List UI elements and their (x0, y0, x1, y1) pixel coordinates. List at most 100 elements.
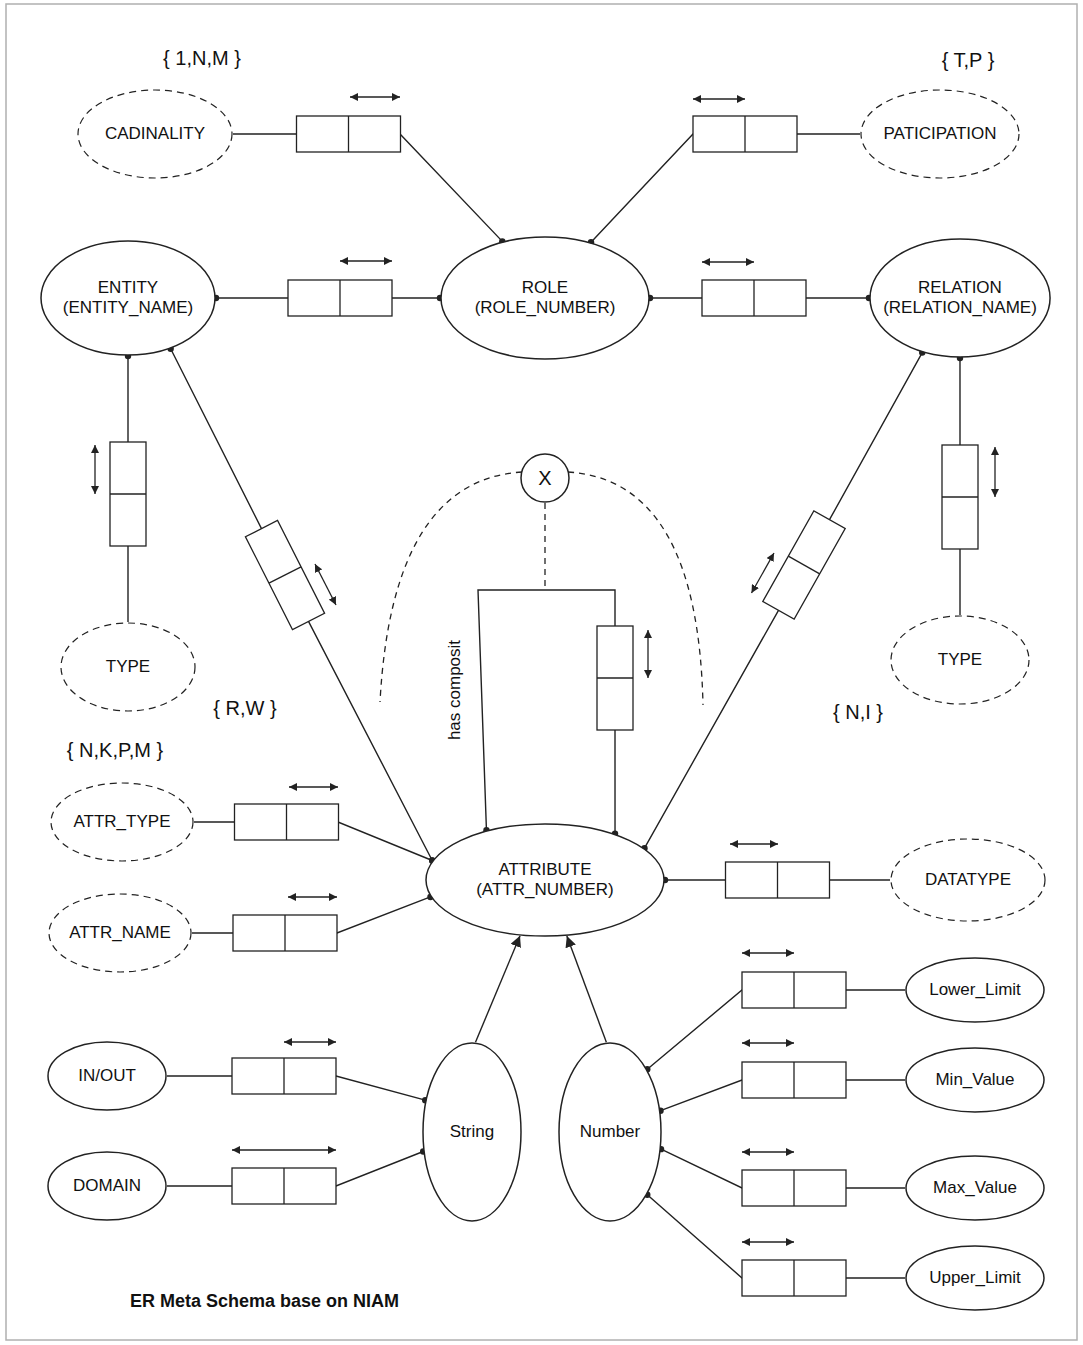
role-box-frame (726, 862, 830, 898)
constraint-values: { N,K,P,M } (67, 738, 163, 762)
role-box (245, 520, 324, 629)
role-box (763, 511, 845, 619)
role-box-frame (232, 1168, 336, 1204)
role-box-divider (348, 116, 349, 152)
uniqueness-arrow (232, 1149, 336, 1150)
object-type-ellipse: ENTITY(ENTITY_NAME) (40, 240, 216, 356)
uniqueness-arrow (742, 1042, 794, 1043)
node-label: TYPE (938, 650, 982, 670)
exclusion-link (568, 472, 703, 705)
outline-ellipse (49, 894, 191, 972)
outline-ellipse (48, 1152, 166, 1220)
role-box-frame (693, 116, 797, 152)
outline-ellipse (41, 241, 215, 355)
outline-ellipse (906, 1156, 1044, 1220)
role-box-divider (788, 556, 819, 574)
object-type-ellipse: Upper_Limit (905, 1245, 1045, 1311)
role-box-frame (942, 445, 978, 549)
value-type-ellipse: CADINALITY (77, 89, 233, 179)
object-type-ellipse: ROLE(ROLE_NUMBER) (440, 236, 650, 360)
role-box-divider (286, 804, 287, 840)
value-type-ellipse: TYPE (890, 615, 1030, 705)
role-box (297, 116, 401, 152)
uniqueness-arrow (94, 445, 95, 494)
fact-label: has composit (445, 640, 465, 740)
outline-ellipse (441, 237, 649, 359)
role-box-frame (288, 280, 392, 316)
outline-ellipse (870, 239, 1050, 357)
constraint-values: { T,P } (942, 48, 995, 72)
node-label: (RELATION_NAME) (883, 298, 1037, 318)
role-box-frame (742, 972, 846, 1008)
node-label: DATATYPE (925, 870, 1011, 890)
uniqueness-arrow (742, 952, 794, 953)
uniqueness-arrow (284, 1041, 336, 1042)
role-box (702, 280, 806, 316)
outline-ellipse (78, 90, 232, 178)
role-box-frame (232, 1058, 336, 1094)
uniqueness-arrow (742, 1151, 794, 1152)
object-type-ellipse: ATTRIBUTE(ATTR_NUMBER) (425, 823, 665, 937)
uniqueness-arrow (288, 896, 337, 897)
exclusion-circle: X (520, 453, 570, 503)
role-box (232, 1058, 336, 1094)
object-type-ellipse: Max_Value (905, 1155, 1045, 1221)
node-label: PATICIPATION (883, 124, 996, 144)
role-box-frame (110, 442, 146, 546)
role-box-divider (284, 915, 285, 951)
outline-ellipse (906, 1048, 1044, 1112)
uniqueness-arrow (730, 843, 778, 844)
uniqueness-arrow (340, 260, 392, 261)
uniqueness-arrow (289, 786, 338, 787)
role-box-frame (233, 915, 337, 951)
role-box-frame (245, 520, 324, 629)
role-box-divider (793, 1260, 794, 1296)
role-box-frame (297, 116, 401, 152)
object-type-ellipse: RELATION(RELATION_NAME) (869, 238, 1051, 358)
node-label: Min_Value (935, 1070, 1014, 1090)
connector-line (567, 936, 607, 1042)
value-type-ellipse: PATICIPATION (860, 89, 1020, 179)
object-type-ellipse: Number (558, 1042, 662, 1222)
outline-ellipse (51, 783, 193, 861)
outline-ellipse (426, 824, 664, 936)
role-box (233, 915, 337, 951)
connector-line (644, 353, 922, 849)
role-box (235, 804, 339, 840)
uniqueness-arrow (994, 447, 995, 497)
node-label: X (538, 468, 551, 488)
role-box-divider (283, 1058, 284, 1094)
value-type-ellipse: DATATYPE (890, 838, 1046, 922)
constraint-values: { R,W } (213, 696, 276, 720)
role-box-frame (742, 1170, 846, 1206)
value-type-ellipse: ATTR_NAME (48, 893, 192, 973)
connector-line (475, 936, 520, 1042)
node-label: (ATTR_NUMBER) (476, 880, 614, 900)
role-box (288, 280, 392, 316)
role-box (232, 1168, 336, 1204)
role-box (693, 116, 797, 152)
uniqueness-arrow (647, 630, 648, 678)
role-box (110, 442, 146, 546)
node-label: Lower_Limit (929, 980, 1021, 1000)
role-box-frame (702, 280, 806, 316)
node-label: String (450, 1122, 494, 1142)
role-box-divider (753, 280, 754, 316)
node-label: ROLE (522, 278, 568, 298)
role-box-divider (744, 116, 745, 152)
role-box (742, 972, 846, 1008)
node-label: ATTRIBUTE (498, 860, 591, 880)
role-box-divider (110, 493, 146, 494)
role-box (742, 1170, 846, 1206)
object-type-ellipse: String (422, 1042, 522, 1222)
role-box-divider (777, 862, 778, 898)
uniqueness-arrow (693, 98, 745, 99)
node-label: ATTR_TYPE (74, 812, 171, 832)
connector-line (171, 349, 433, 861)
role-box-frame (742, 1062, 846, 1098)
object-type-ellipse: IN/OUT (47, 1041, 167, 1111)
role-box (597, 626, 633, 730)
role-box-divider (339, 280, 340, 316)
node-label: DOMAIN (73, 1176, 141, 1196)
